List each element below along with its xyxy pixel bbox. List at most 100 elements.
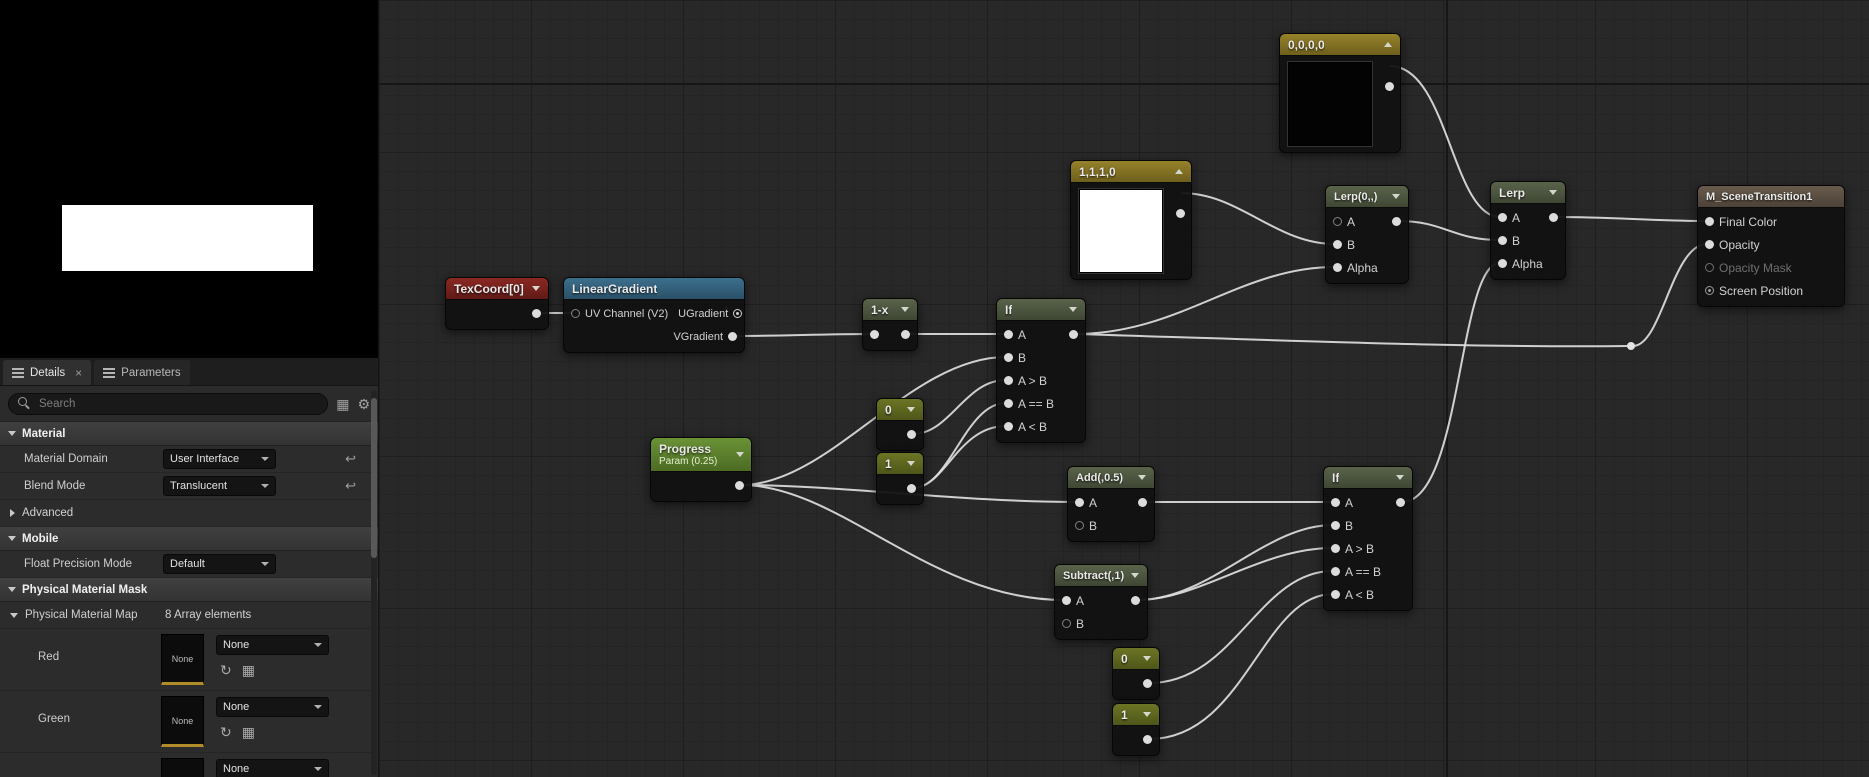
input-pin-opacity-mask[interactable] <box>1705 263 1714 272</box>
row-advanced[interactable]: Advanced <box>0 500 378 527</box>
input-pin-b[interactable] <box>1498 236 1507 245</box>
node-header[interactable]: LinearGradient <box>564 278 744 300</box>
section-physical-material-mask[interactable]: Physical Material Mask <box>0 578 378 602</box>
node-material-result[interactable]: M_SceneTransition1 Final Color Opacity O… <box>1697 185 1845 307</box>
output-pin[interactable] <box>901 330 910 339</box>
close-icon[interactable]: × <box>75 365 83 380</box>
chevron-down-icon[interactable] <box>1143 656 1151 661</box>
output-pin[interactable] <box>1138 498 1147 507</box>
input-pin-b[interactable] <box>1004 353 1013 362</box>
node-constant-0-upper[interactable]: 0 <box>876 398 924 451</box>
input-pin-a-greater-b[interactable] <box>1331 544 1340 553</box>
section-material[interactable]: Material <box>0 422 378 446</box>
input-pin-alpha[interactable] <box>1333 263 1342 272</box>
output-pin[interactable] <box>907 430 916 439</box>
input-pin-b[interactable] <box>1333 240 1342 249</box>
chevron-down-icon[interactable] <box>532 286 540 291</box>
node-lerp-1[interactable]: Lerp(0,,) A B Alpha <box>1325 185 1409 284</box>
chevron-down-icon[interactable] <box>1392 194 1400 199</box>
output-pin[interactable] <box>532 309 541 318</box>
browse-asset-icon[interactable]: ▦ <box>241 662 255 678</box>
input-pin-a[interactable] <box>1075 498 1084 507</box>
collapse-up-icon[interactable] <box>1175 169 1183 174</box>
node-if-2[interactable]: If A B A > B A == B A < B <box>1323 466 1413 611</box>
chevron-down-icon[interactable] <box>901 307 909 312</box>
input-pin-a[interactable] <box>1004 330 1013 339</box>
node-header[interactable]: 0 <box>877 399 923 421</box>
node-header[interactable]: Lerp(0,,) <box>1326 186 1408 208</box>
asset-dropdown[interactable]: None <box>216 635 329 655</box>
chevron-down-icon[interactable] <box>1549 190 1557 195</box>
search-box[interactable] <box>8 392 329 415</box>
use-selected-asset-icon[interactable]: ↻ <box>220 662 232 678</box>
node-header[interactable]: TexCoord[0] <box>446 278 548 300</box>
output-pin[interactable] <box>1385 82 1394 91</box>
input-pin-uv[interactable] <box>571 309 580 318</box>
chevron-down-icon[interactable] <box>907 461 915 466</box>
input-pin-opacity[interactable] <box>1705 240 1714 249</box>
node-constant-1-upper[interactable]: 1 <box>876 452 924 505</box>
asset-thumbnail[interactable] <box>161 758 204 777</box>
chevron-down-icon[interactable] <box>1069 307 1077 312</box>
graph-canvas[interactable] <box>379 0 1869 777</box>
asset-dropdown[interactable]: None <box>216 697 329 717</box>
node-constant4-white[interactable]: 1,1,1,0 <box>1070 160 1192 280</box>
chevron-down-icon[interactable] <box>736 452 744 457</box>
node-header[interactable]: If <box>997 299 1085 321</box>
asset-thumbnail[interactable]: None <box>161 634 204 685</box>
column-view-icon[interactable]: ▦ <box>336 395 350 412</box>
input-pin-b[interactable] <box>1062 619 1071 628</box>
node-add[interactable]: Add(,0.5) A B <box>1067 466 1155 542</box>
tab-parameters[interactable]: Parameters <box>94 360 190 385</box>
node-header[interactable]: Progress Param (0.25) <box>651 438 751 472</box>
node-lerp-2[interactable]: Lerp A B Alpha <box>1490 181 1566 280</box>
chevron-down-icon[interactable] <box>907 407 915 412</box>
node-constant-1-lower[interactable]: 1 <box>1112 703 1160 756</box>
asset-thumbnail[interactable]: None <box>161 696 204 747</box>
output-pin[interactable] <box>735 481 744 490</box>
input-pin-a[interactable] <box>1333 217 1342 226</box>
output-pin[interactable] <box>1392 217 1401 226</box>
input-pin-a[interactable] <box>1062 596 1071 605</box>
blend-mode-dropdown[interactable]: Translucent <box>163 476 276 496</box>
node-header[interactable]: 1 <box>877 453 923 475</box>
node-one-minus-x[interactable]: 1-x <box>862 298 918 351</box>
output-pin[interactable] <box>1143 735 1152 744</box>
node-linear-gradient[interactable]: LinearGradient UV Channel (V2) UGradient… <box>563 277 745 353</box>
input-pin-a-less-b[interactable] <box>1331 590 1340 599</box>
output-pin[interactable] <box>1131 596 1140 605</box>
search-input[interactable] <box>37 396 319 411</box>
input-pin-b[interactable] <box>1075 521 1084 530</box>
node-texcoord[interactable]: TexCoord[0] <box>445 277 549 330</box>
input-pin-a-equals-b[interactable] <box>1331 567 1340 576</box>
node-header[interactable]: 0,0,0,0 <box>1280 34 1400 56</box>
node-header[interactable]: 1 <box>1113 704 1159 726</box>
input-pin-b[interactable] <box>1331 521 1340 530</box>
output-pin-vgradient[interactable] <box>728 332 737 341</box>
node-constant4-black[interactable]: 0,0,0,0 <box>1279 33 1401 153</box>
output-pin-ugradient[interactable] <box>733 309 743 318</box>
output-pin[interactable] <box>1143 679 1152 688</box>
input-pin[interactable] <box>870 330 879 339</box>
collapse-up-icon[interactable] <box>1384 42 1392 47</box>
details-scrollbar[interactable] <box>371 390 377 775</box>
browse-asset-icon[interactable]: ▦ <box>241 724 255 740</box>
node-progress-param[interactable]: Progress Param (0.25) <box>650 437 752 502</box>
node-header[interactable]: Lerp <box>1491 182 1565 204</box>
chevron-down-icon[interactable] <box>1131 573 1139 578</box>
use-selected-asset-icon[interactable]: ↻ <box>220 724 232 740</box>
input-pin-final-color[interactable] <box>1705 217 1714 226</box>
output-pin[interactable] <box>907 484 916 493</box>
row-physical-material-map[interactable]: Physical Material Map 8 Array elements <box>0 602 378 629</box>
material-domain-dropdown[interactable]: User Interface <box>163 449 276 469</box>
chevron-down-icon[interactable] <box>1396 475 1404 480</box>
output-pin[interactable] <box>1176 209 1185 218</box>
tab-details[interactable]: Details × <box>3 360 92 385</box>
node-header[interactable]: Add(,0.5) <box>1068 467 1154 489</box>
node-header[interactable]: 1-x <box>863 299 917 321</box>
asset-dropdown[interactable]: None <box>216 759 329 777</box>
input-pin-a-equals-b[interactable] <box>1004 399 1013 408</box>
scrollbar-thumb[interactable] <box>371 398 377 558</box>
node-header[interactable]: If <box>1324 467 1412 489</box>
node-subtract[interactable]: Subtract(,1) A B <box>1054 564 1148 640</box>
